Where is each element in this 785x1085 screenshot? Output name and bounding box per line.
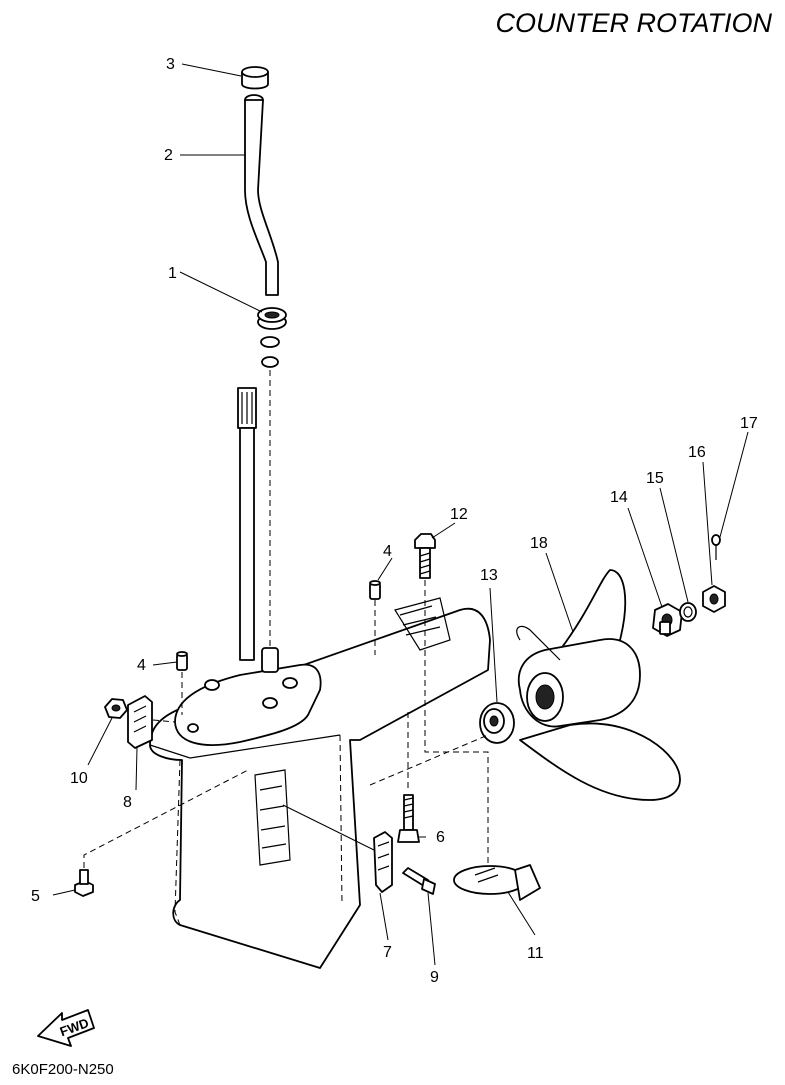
part-11-trim-tab <box>453 864 541 901</box>
callout-2: 2 <box>164 147 173 164</box>
diagram-code: 6K0F200-N250 <box>12 1061 114 1078</box>
callout-5: 5 <box>31 888 40 905</box>
part-2-water-tube <box>244 94 279 296</box>
callout-9: 9 <box>430 969 439 986</box>
callout-4-upper: 4 <box>383 543 392 560</box>
forward-arrow-icon: FWD <box>37 1009 95 1047</box>
part-17-cotter-pin <box>711 534 721 560</box>
part-4-dowel-pin-upper <box>369 580 381 600</box>
part-18-propeller <box>516 569 681 801</box>
drive-shaft <box>237 387 257 661</box>
part-4-dowel-pin-lower <box>176 651 188 671</box>
callout-15: 15 <box>646 470 664 487</box>
leader-lines <box>52 63 749 966</box>
diagram-title: COUNTER ROTATION <box>496 8 773 38</box>
part-12-bolt <box>414 533 436 579</box>
callout-labels: 3 2 1 4 4 5 6 7 8 9 10 11 12 13 14 15 16… <box>31 56 758 986</box>
part-5-bolt <box>74 869 94 897</box>
part-7-anode <box>373 831 393 893</box>
part-9-bolt <box>402 867 436 895</box>
spline-washer <box>659 621 671 635</box>
part-3-grommet <box>241 66 269 90</box>
part-8-anode <box>127 695 153 749</box>
callout-17: 17 <box>740 415 758 432</box>
callout-11: 11 <box>527 945 544 962</box>
part-6-bolt <box>397 794 420 843</box>
part-1-grommet <box>257 307 287 368</box>
callout-3: 3 <box>166 56 175 73</box>
callout-10: 10 <box>70 770 88 787</box>
callout-13: 13 <box>480 567 498 584</box>
callout-14: 14 <box>610 489 628 506</box>
callout-16: 16 <box>688 444 706 461</box>
part-15-washer <box>679 602 697 622</box>
callout-12: 12 <box>450 506 468 523</box>
callout-4-lower: 4 <box>137 657 146 674</box>
part-16-nut <box>702 585 726 613</box>
part-13-thrust-washer <box>479 702 515 744</box>
callout-1: 1 <box>168 265 177 282</box>
part-10-nut <box>104 698 128 719</box>
callout-18: 18 <box>530 535 548 552</box>
lower-unit-casing <box>149 597 491 969</box>
callout-8: 8 <box>123 794 132 811</box>
callout-7: 7 <box>383 944 392 961</box>
callout-6: 6 <box>436 829 445 846</box>
